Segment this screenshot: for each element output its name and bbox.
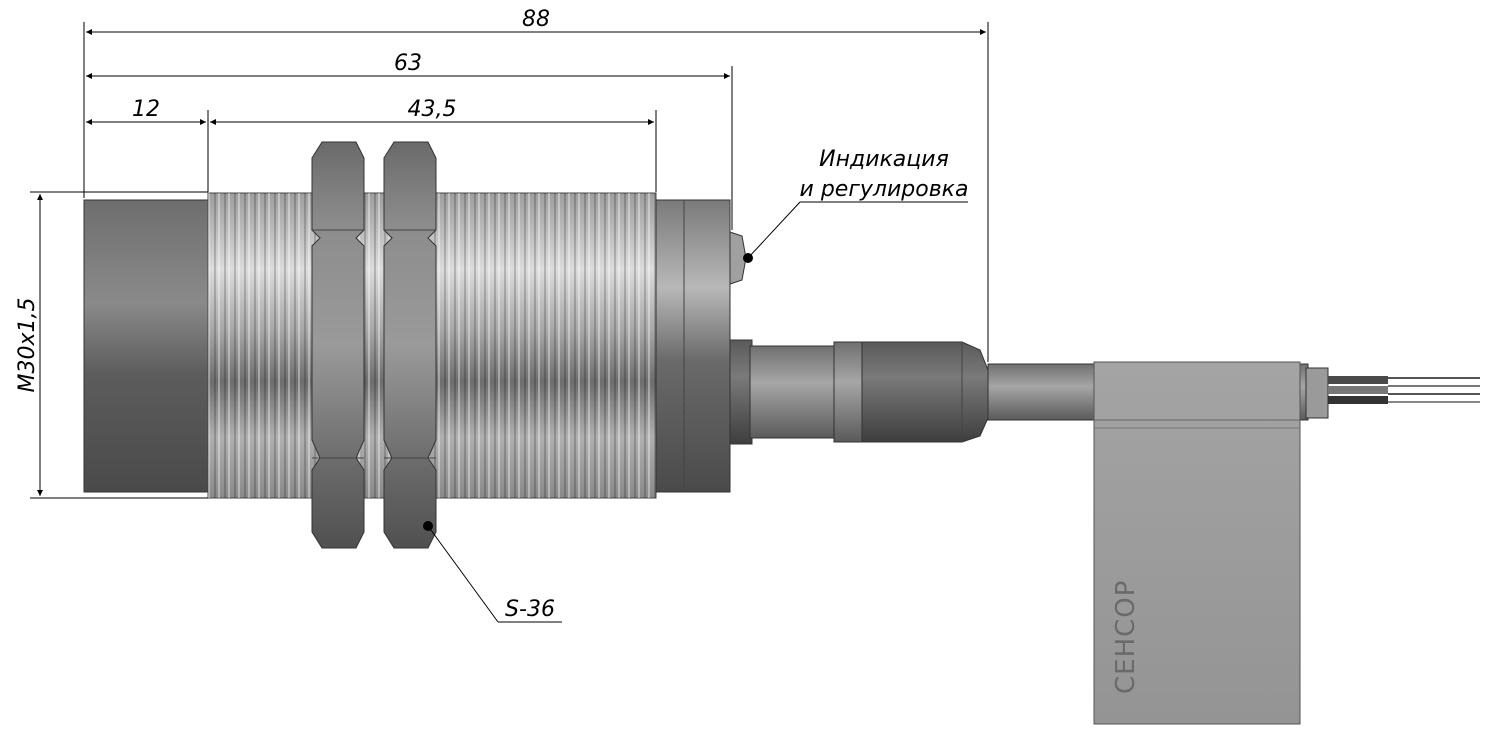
callout-indicator-line2: и регулировка <box>800 177 969 202</box>
indicator-led <box>729 231 747 285</box>
dimension-thread-value: 43,5 <box>408 97 457 122</box>
dimension-thread: 43,5 <box>210 97 654 125</box>
nut-left <box>311 141 365 549</box>
dimension-body: 63 <box>86 51 730 79</box>
cable-gland <box>729 339 989 445</box>
dimension-diameter: M30x1,5 <box>15 194 43 496</box>
label-tag: СЕНСОР <box>1093 361 1301 725</box>
callout-nut: S-36 <box>423 521 562 623</box>
dimension-face-value: 12 <box>132 97 160 122</box>
dimension-overall-value: 88 <box>522 7 550 32</box>
dimension-diameter-value: M30x1,5 <box>15 298 40 393</box>
callout-nut-value: S-36 <box>505 597 555 622</box>
nut-right <box>383 141 437 549</box>
callout-indicator: Индикация и регулировка <box>743 147 968 263</box>
sensing-face <box>83 199 211 493</box>
dimension-overall: 88 <box>86 7 986 35</box>
extension-lines <box>30 22 989 499</box>
callout-indicator-line1: Индикация <box>819 147 949 172</box>
rear-housing <box>655 199 731 493</box>
dimension-body-value: 63 <box>394 51 422 76</box>
brand-label: СЕНСОР <box>1111 580 1141 694</box>
dimension-face: 12 <box>86 97 206 125</box>
